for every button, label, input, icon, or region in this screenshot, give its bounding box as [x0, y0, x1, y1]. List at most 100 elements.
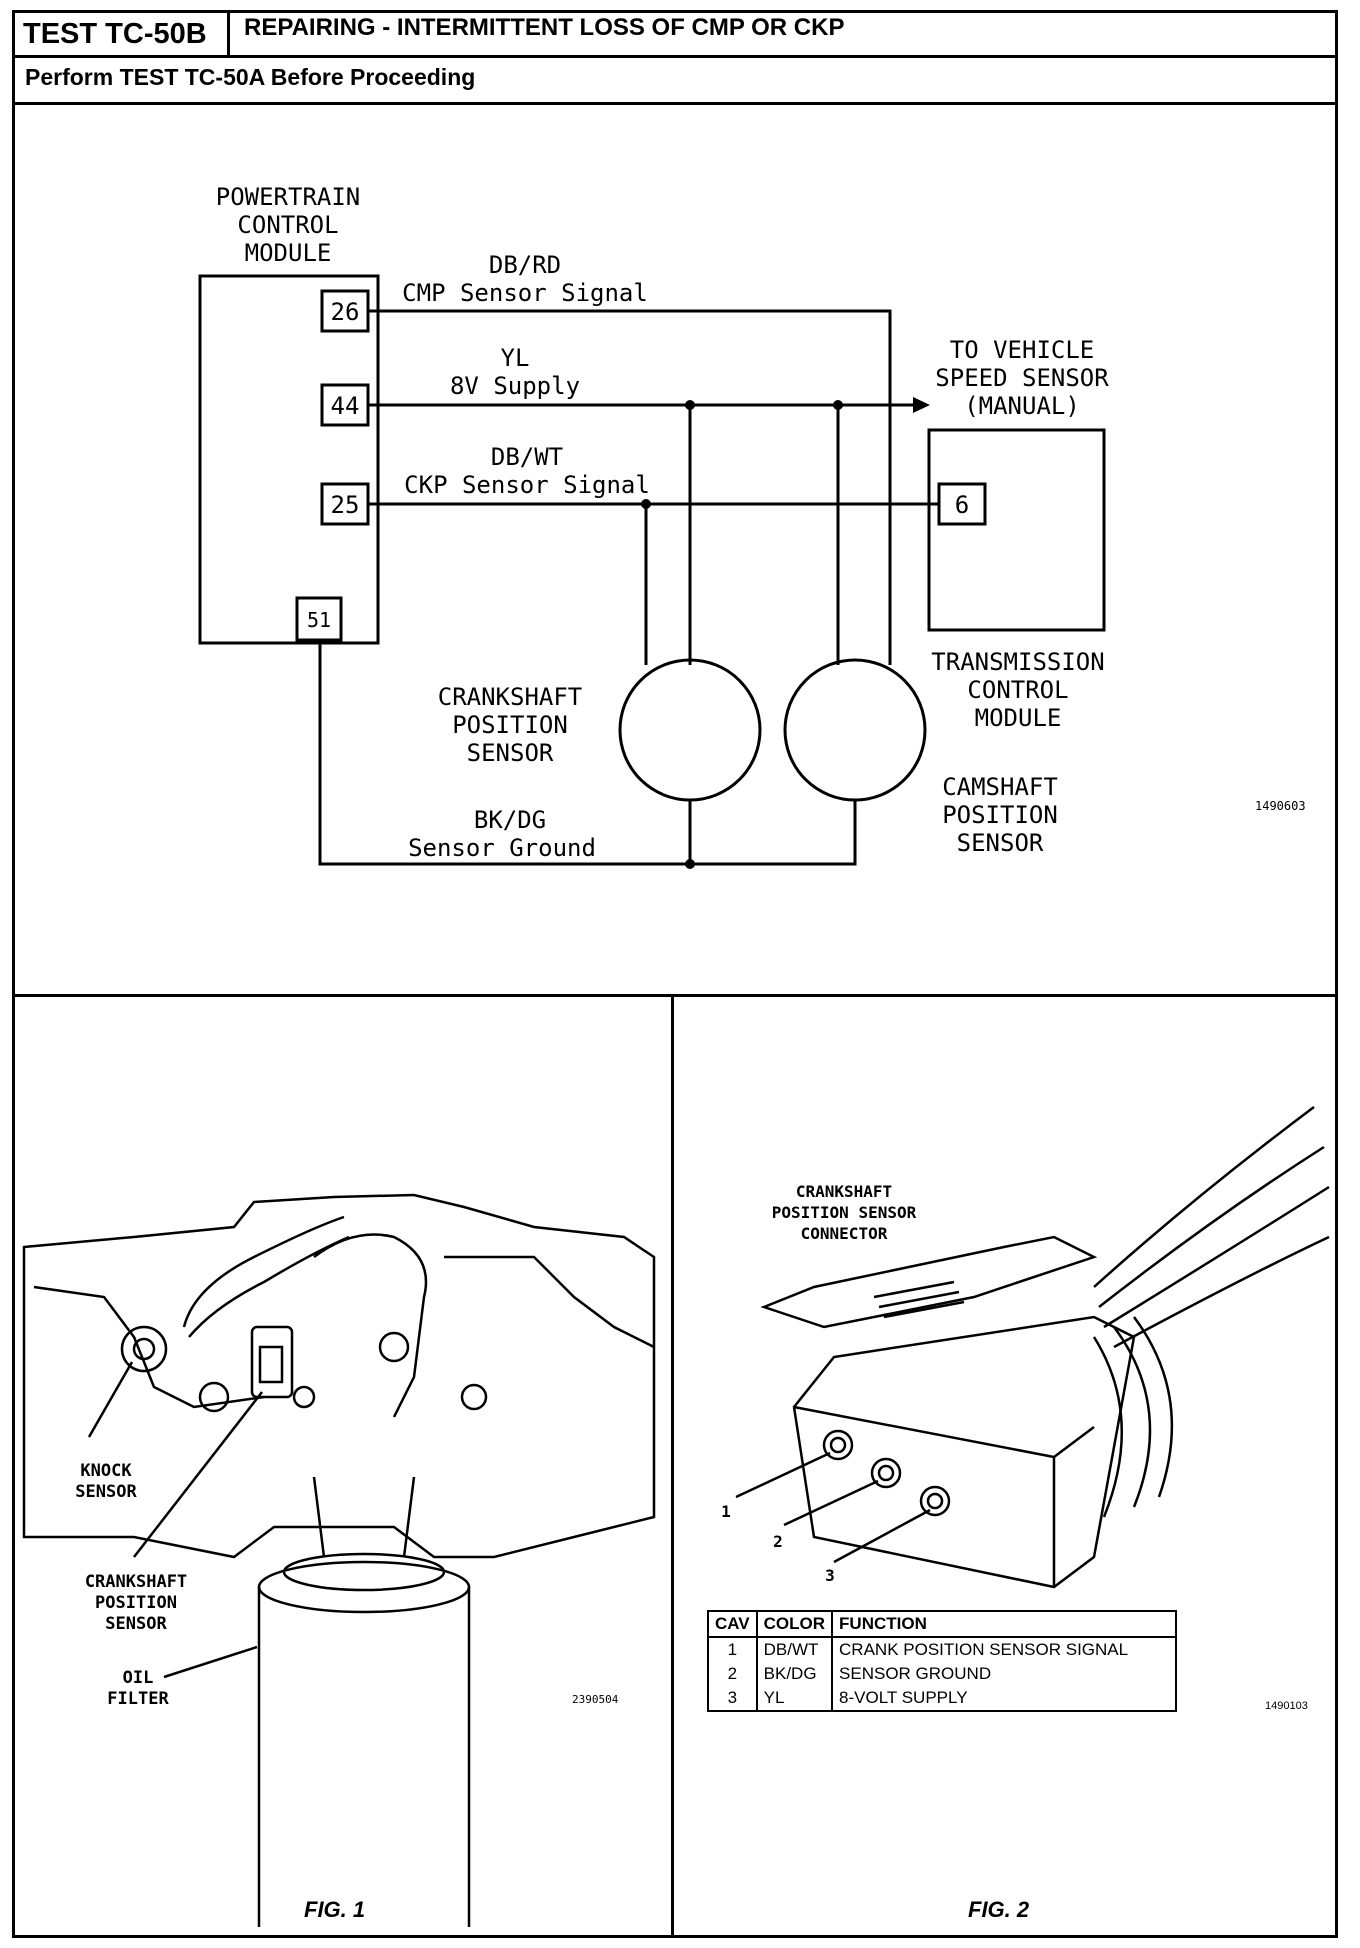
table-header-row: CAV COLOR FUNCTION — [707, 1610, 1178, 1638]
supply-wire-name: 8V Supply — [450, 372, 580, 400]
leader-1 — [735, 1451, 831, 1499]
fig2-title-3: CONNECTOR — [801, 1224, 888, 1243]
pcm-label-2: CONTROL — [237, 211, 338, 239]
vss-label-3: (MANUAL) — [964, 392, 1080, 420]
crank-label-1: CRANKSHAFT — [438, 683, 583, 711]
gnd-wire-color: BK/DG — [474, 806, 546, 834]
cell: BK/DG — [755, 1662, 834, 1686]
knock-sensor-shape — [120, 1325, 168, 1373]
tcm-label-3: MODULE — [975, 704, 1062, 732]
cell: DB/WT — [755, 1637, 834, 1662]
table-row: 3 YL 8-VOLT SUPPLY — [707, 1686, 1178, 1712]
col-cav: CAV — [707, 1610, 758, 1638]
knock-sensor-shape — [132, 1337, 156, 1361]
wiring-schematic: POWERTRAIN CONTROL MODULE 26 44 25 51 6 … — [198, 183, 1306, 869]
connector-wires — [1103, 1185, 1330, 1329]
pin-44-box — [320, 383, 370, 427]
pin-25-label: 25 — [331, 491, 360, 519]
table-row: 1 DB/WT CRANK POSITION SENSOR SIGNAL — [707, 1637, 1178, 1662]
callout-2: 2 — [773, 1532, 783, 1551]
crank-sensor-shape — [258, 1345, 284, 1384]
oil-label-1: OIL — [123, 1668, 154, 1688]
cam-label-3: SENSOR — [957, 829, 1044, 857]
vss-label-1: TO VEHICLE — [950, 336, 1095, 364]
arrow-head — [913, 397, 930, 413]
wire-harness — [182, 1215, 345, 1328]
leader-knock — [87, 1361, 134, 1438]
cavity-2 — [870, 1457, 902, 1489]
pin-51-box — [295, 596, 343, 642]
fig1-caption: FIG. 1 — [304, 1897, 366, 1922]
crankshaft-sensor-circle — [618, 658, 762, 802]
fig2-title-1: CRANKSHAFT — [796, 1182, 892, 1201]
vss-label-2: SPEED SENSOR — [935, 364, 1109, 392]
bolt — [198, 1381, 230, 1413]
leader-oil — [163, 1645, 258, 1679]
supply-wire-color: YL — [501, 344, 530, 372]
pinout-table: CAV COLOR FUNCTION 1 DB/WT CRANK POSITIO… — [707, 1610, 1178, 1712]
cam-label-1: CAMSHAFT — [942, 773, 1058, 801]
cell: YL — [755, 1686, 834, 1712]
cell: 1 — [707, 1637, 758, 1662]
section-divider — [12, 994, 1338, 997]
mount — [312, 1476, 416, 1558]
knock-label-1: KNOCK — [80, 1461, 132, 1481]
pin-6-label: 6 — [955, 491, 969, 519]
pin-25-box — [320, 482, 370, 526]
connector-latch — [760, 1235, 1098, 1329]
connector-wires — [1098, 1145, 1325, 1308]
bolt — [460, 1383, 488, 1411]
engine-detail — [444, 1255, 655, 1349]
oil-label-2: FILTER — [107, 1689, 169, 1709]
callout-1: 1 — [721, 1502, 731, 1521]
ground-wire — [318, 640, 857, 866]
page-frame — [12, 10, 1338, 1938]
leader-3 — [833, 1508, 931, 1564]
cavity-1-inner — [829, 1436, 847, 1454]
ckp-wire-name: CKP Sensor Signal — [404, 471, 650, 499]
knock-label-2: SENSOR — [75, 1482, 137, 1502]
test-id: TEST TC-50B — [12, 10, 230, 58]
splice-dot — [833, 400, 843, 410]
pcm-box — [198, 274, 380, 645]
fig2-caption: FIG. 2 — [968, 1897, 1030, 1922]
test-title: REPAIRING - INTERMITTENT LOSS OF CMP OR … — [244, 14, 845, 41]
connector-wires — [1113, 1235, 1330, 1349]
figure-divider — [671, 994, 674, 1938]
oil-filter-top — [282, 1552, 446, 1592]
splice-dot — [685, 400, 695, 410]
cell: SENSOR GROUND — [831, 1662, 1178, 1686]
connector-face — [793, 1405, 1095, 1587]
latch-ribs — [873, 1280, 965, 1319]
cell: CRANK POSITION SENSOR SIGNAL — [831, 1637, 1178, 1662]
pcm-label-1: POWERTRAIN — [216, 183, 361, 211]
col-color: COLOR — [755, 1610, 834, 1638]
cell: 3 — [707, 1686, 758, 1712]
tcm-label-1: TRANSMISSION — [931, 648, 1104, 676]
connector-body — [792, 1315, 1136, 1589]
fig1-number: 2390504 — [572, 1693, 619, 1706]
crank-label-1: CRANKSHAFT — [85, 1572, 187, 1592]
pcm-label-3: MODULE — [245, 239, 332, 267]
col-function: FUNCTION — [831, 1610, 1178, 1638]
cavity-2-inner — [877, 1464, 895, 1482]
callout-3: 3 — [825, 1566, 835, 1585]
cmp-wire-name: CMP Sensor Signal — [402, 279, 648, 307]
leader-2 — [783, 1479, 879, 1527]
splice-dot — [641, 499, 651, 509]
table-row: 2 BK/DG SENSOR GROUND — [707, 1662, 1178, 1686]
fig2-title-2: POSITION SENSOR — [772, 1203, 917, 1222]
cmp-signal-wire — [368, 309, 892, 665]
crank-label-3: SENSOR — [467, 739, 554, 767]
pin-51-label: 51 — [307, 608, 331, 632]
cavity-1 — [822, 1429, 854, 1461]
bolt — [292, 1385, 316, 1409]
splice-dot — [685, 859, 695, 869]
wire-harness — [188, 1235, 350, 1338]
cmp-wire-color: DB/RD — [489, 251, 561, 279]
cavity-3-inner — [926, 1492, 944, 1510]
gnd-wire-name: Sensor Ground — [408, 834, 596, 862]
crank-label-3: SENSOR — [105, 1614, 167, 1634]
crank-label-2: POSITION — [452, 711, 568, 739]
connector-wires — [1093, 1106, 1315, 1288]
